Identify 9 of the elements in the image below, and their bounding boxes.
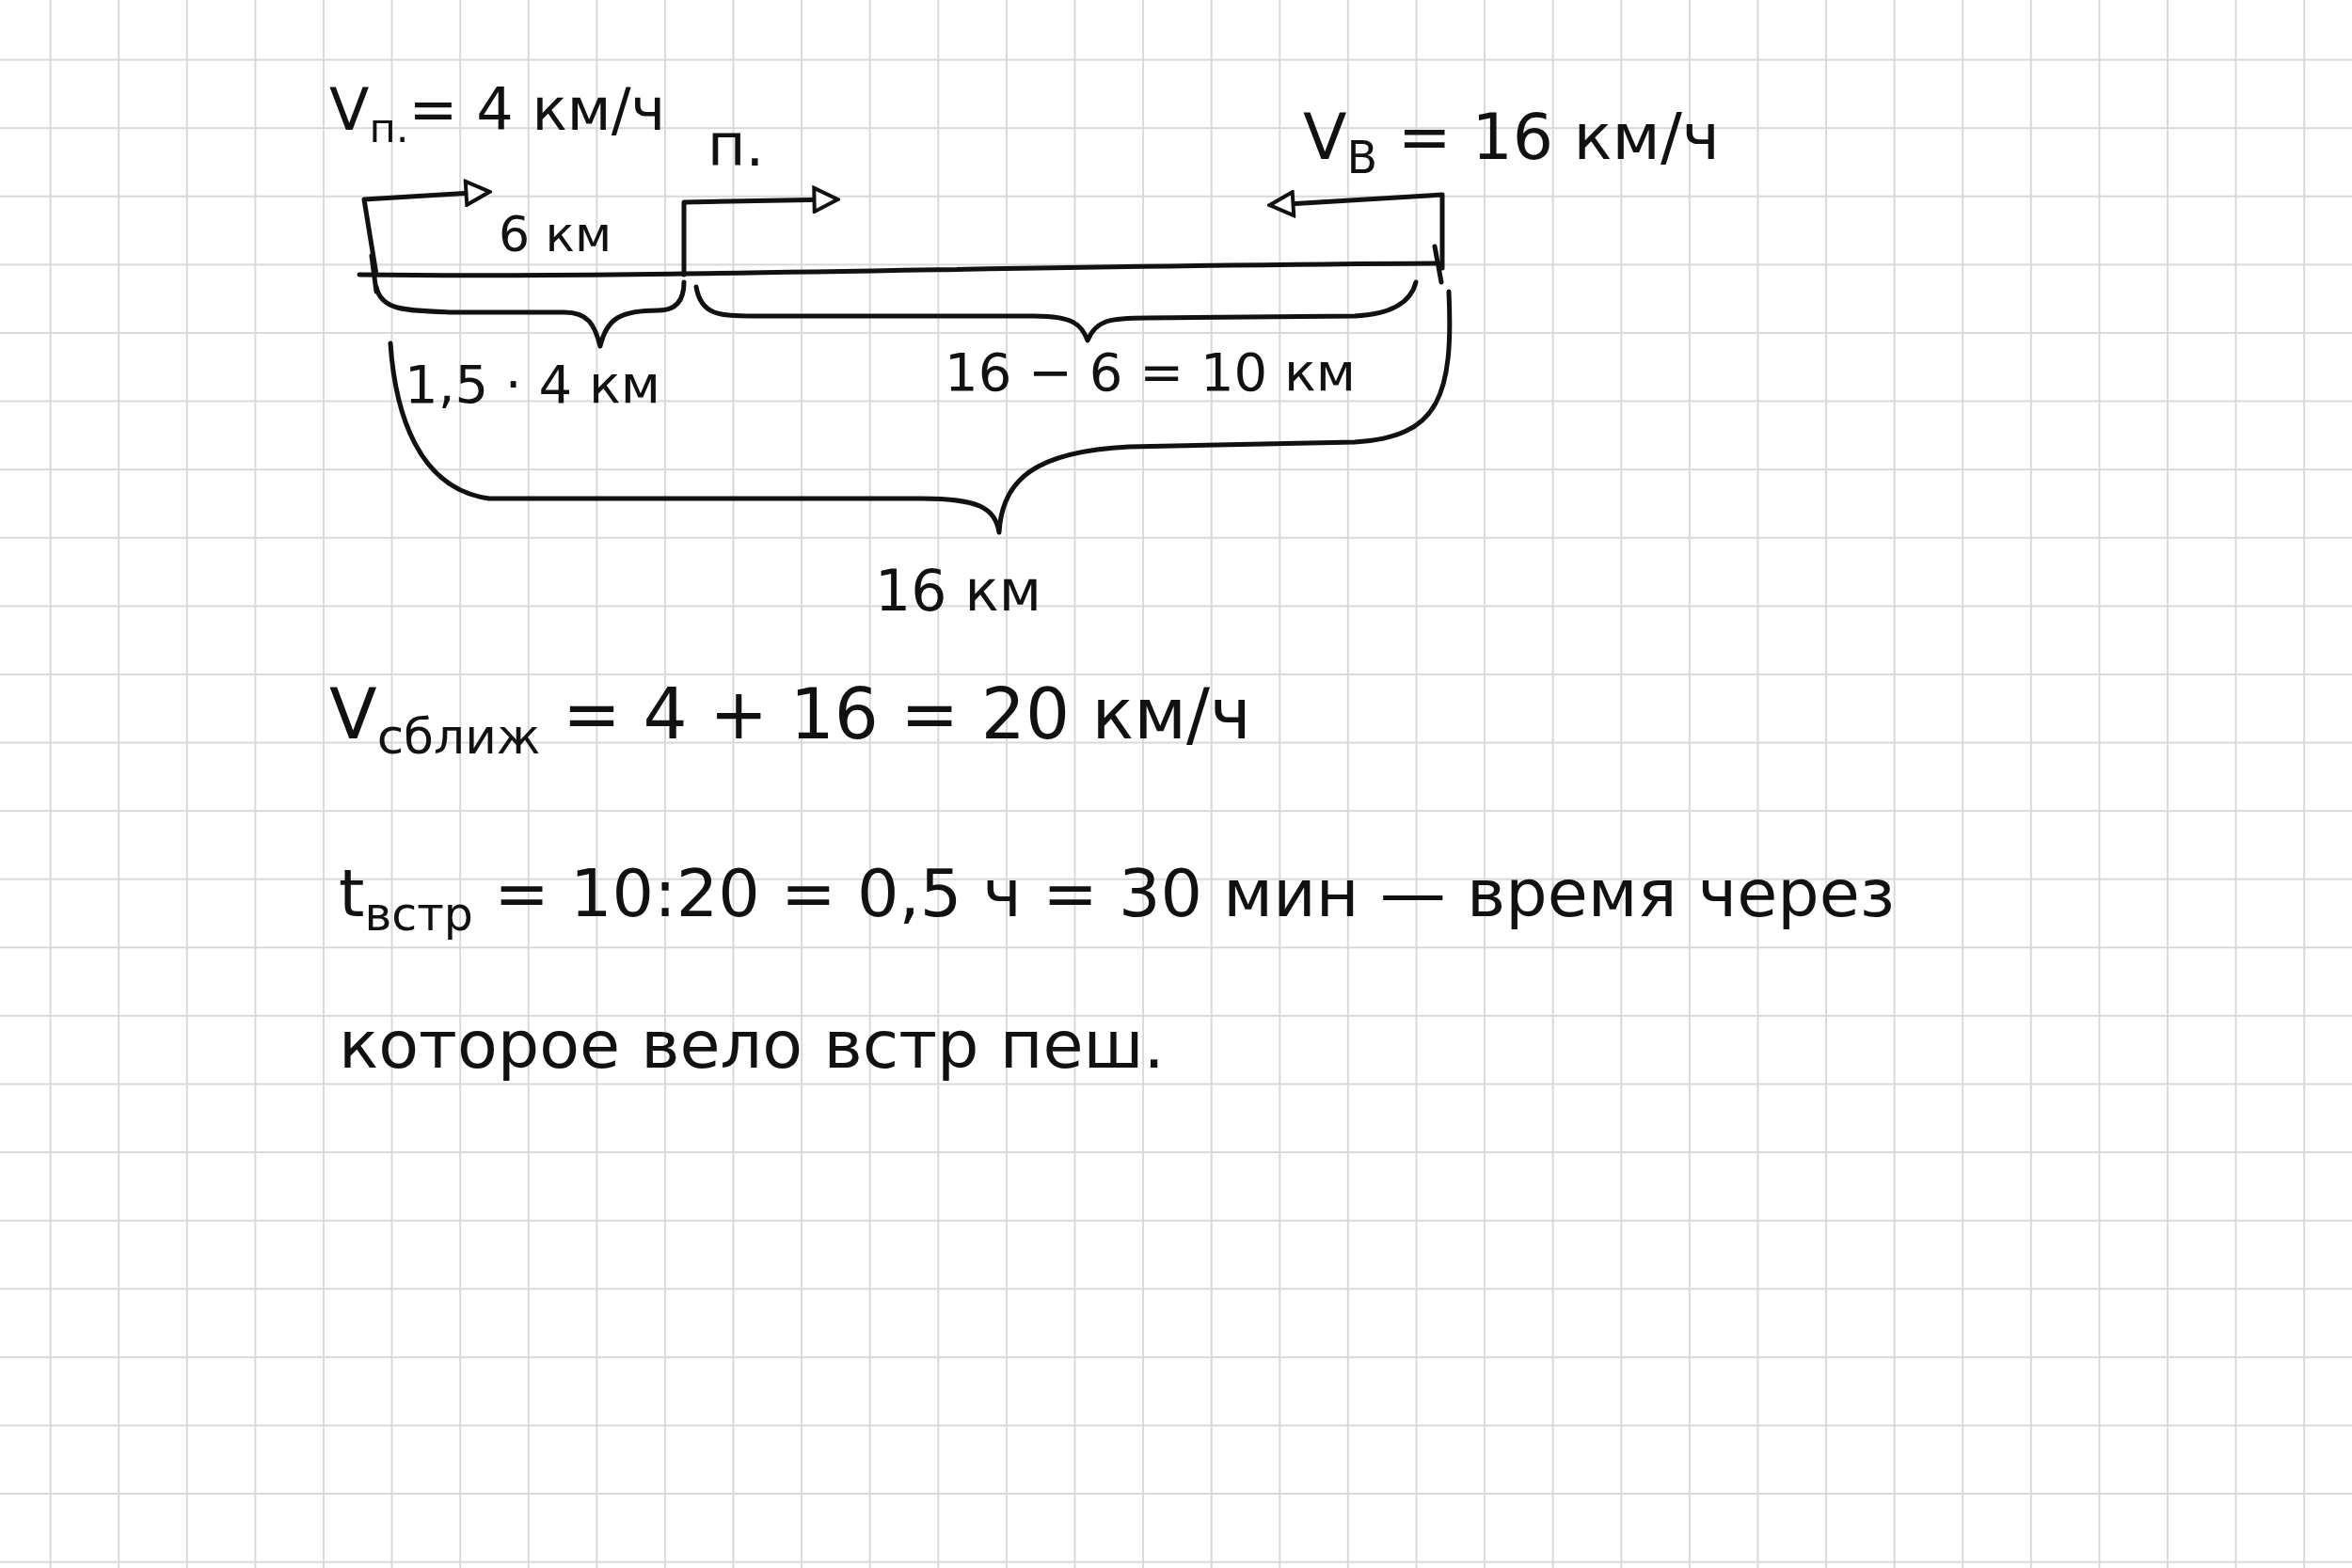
distance-label: 6 км <box>499 205 612 264</box>
equation-text: V$_{сближ}$ = 4 + 16 = 20 км/ч <box>329 673 1251 766</box>
point-label: п. <box>707 111 765 182</box>
note-text: t$_{встр}$ = 10:20 = 0,5 ч = 30 мин — время через которое вело встр пеш. <box>339 854 1896 1085</box>
distance-label: 16 − 6 = 10 км <box>945 341 1357 404</box>
distance-label: 1,5 · 4 км <box>405 353 660 417</box>
speed-label: V$_{В}$ = 16 км/ч <box>1303 99 1720 184</box>
speed-label: V$_{п.}$= 4 км/ч <box>329 75 666 153</box>
distance-label: 16 км <box>875 557 1041 625</box>
